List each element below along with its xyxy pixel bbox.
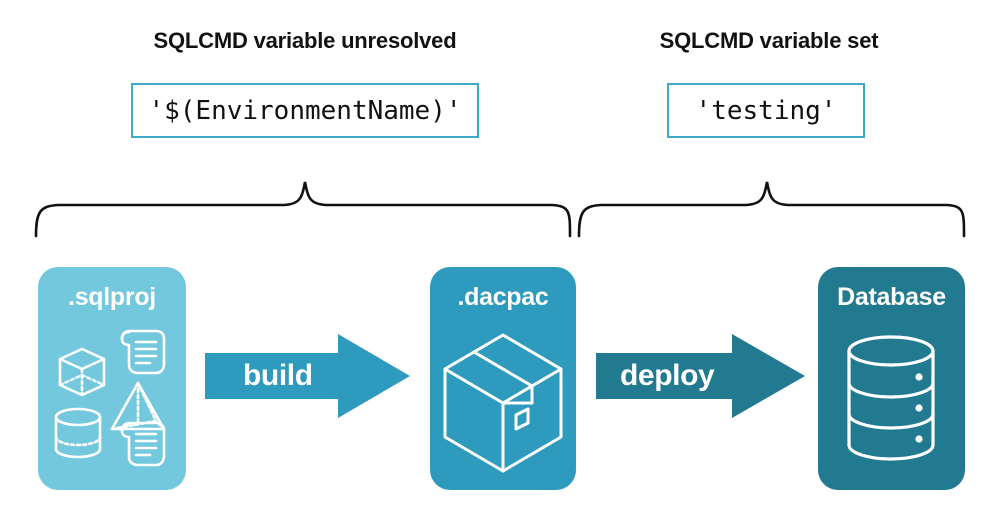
sqlproj-icon-group (54, 329, 166, 467)
scroll-icon (120, 421, 166, 467)
scroll-icon (120, 329, 166, 375)
arrow-deploy-label: deploy (620, 359, 715, 392)
code-value-unresolved: '$(EnvironmentName)' (131, 83, 479, 138)
brace-right-icon (577, 181, 966, 238)
artifact-dacpac[interactable]: .dacpac (430, 267, 576, 490)
arrow-deploy-shape (596, 334, 805, 418)
artifact-label-database: Database (837, 283, 946, 311)
section-heading-unresolved: SQLCMD variable unresolved (153, 28, 457, 53)
code-value-set: 'testing' (667, 83, 865, 138)
database-icon-group (847, 335, 935, 461)
dacpac-icon-group (443, 333, 563, 473)
arrow-build[interactable]: build (205, 334, 410, 418)
section-heading-set: SQLCMD variable set (659, 28, 879, 53)
cube-icon (58, 347, 106, 397)
pyramid-icon (110, 381, 166, 431)
artifact-label-sqlproj: .sqlproj (68, 283, 156, 311)
artifact-sqlproj[interactable]: .sqlproj (38, 267, 186, 490)
brace-group (34, 181, 966, 238)
cylinder-icon (54, 407, 102, 459)
artifact-database[interactable]: Database (818, 267, 965, 490)
artifact-label-dacpac: .dacpac (457, 283, 549, 311)
arrow-build-label: build (243, 359, 313, 392)
database-cylinder-icon (847, 335, 935, 461)
package-box-icon (443, 333, 563, 473)
arrow-deploy[interactable]: deploy (596, 334, 805, 418)
arrow-build-shape (205, 334, 410, 418)
brace-left-icon (34, 181, 572, 238)
